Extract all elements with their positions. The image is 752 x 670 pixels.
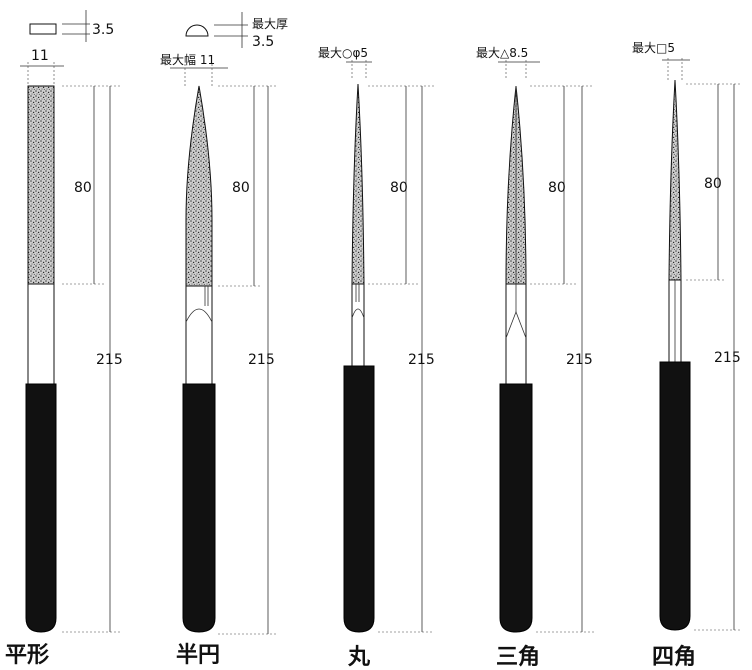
flat-total-length: 215 [96, 352, 123, 368]
square-size-label: 最大□5 [632, 41, 675, 55]
half-round-total-length: 215 [248, 352, 275, 368]
round-shank [351, 283, 365, 367]
round-size-label: 最大○φ5 [318, 46, 368, 60]
triangle-coated-length: 80 [548, 180, 566, 196]
flat-cross-section-icon [29, 23, 57, 35]
round-coated-blade [351, 83, 365, 285]
half-round-coated-blade [185, 85, 213, 287]
half-round-width-label: 最大幅 11 [160, 52, 215, 67]
round-name: 丸 [347, 645, 371, 670]
half-round-thickness-label: 3.5 [252, 34, 274, 50]
square-total-length: 215 [714, 350, 741, 366]
half-round-name: 半円 [176, 643, 220, 668]
square-coated-blade [668, 79, 682, 281]
square-name: 四角 [652, 644, 696, 670]
square-handle [659, 361, 691, 631]
flat-coated-blade [27, 85, 55, 285]
flat-thickness-label: 3.5 [92, 22, 114, 38]
half-round-handle [182, 383, 216, 633]
triangle-total-length: 215 [566, 352, 593, 368]
tool-half-round: 最大厚 3.5 最大幅 11 80 215 半円 [160, 12, 288, 668]
half-round-cross-section-icon [185, 24, 209, 37]
tool-triangle: 最大△8.5 80 215 三角 [476, 46, 594, 670]
flat-coated-length: 80 [74, 180, 92, 196]
tool-square: 最大□5 80 215 四角 [632, 41, 742, 670]
flat-width-label: 11 [31, 48, 49, 64]
triangle-handle [499, 383, 533, 633]
flat-name: 平形 [5, 643, 49, 668]
square-coated-length: 80 [704, 176, 722, 192]
triangle-size-label: 最大△8.5 [476, 46, 528, 60]
triangle-name: 三角 [496, 644, 540, 670]
half-round-coated-length: 80 [232, 180, 250, 196]
round-coated-length: 80 [390, 180, 408, 196]
tool-flat: 3.5 11 80 215 平形 [5, 10, 123, 668]
flat-shank [27, 283, 55, 385]
half-round-thickness-caption: 最大厚 [252, 17, 288, 31]
tool-round: 最大○φ5 80 215 丸 [318, 46, 435, 670]
flat-handle [25, 383, 57, 633]
round-handle [343, 365, 375, 633]
round-total-length: 215 [408, 352, 435, 368]
